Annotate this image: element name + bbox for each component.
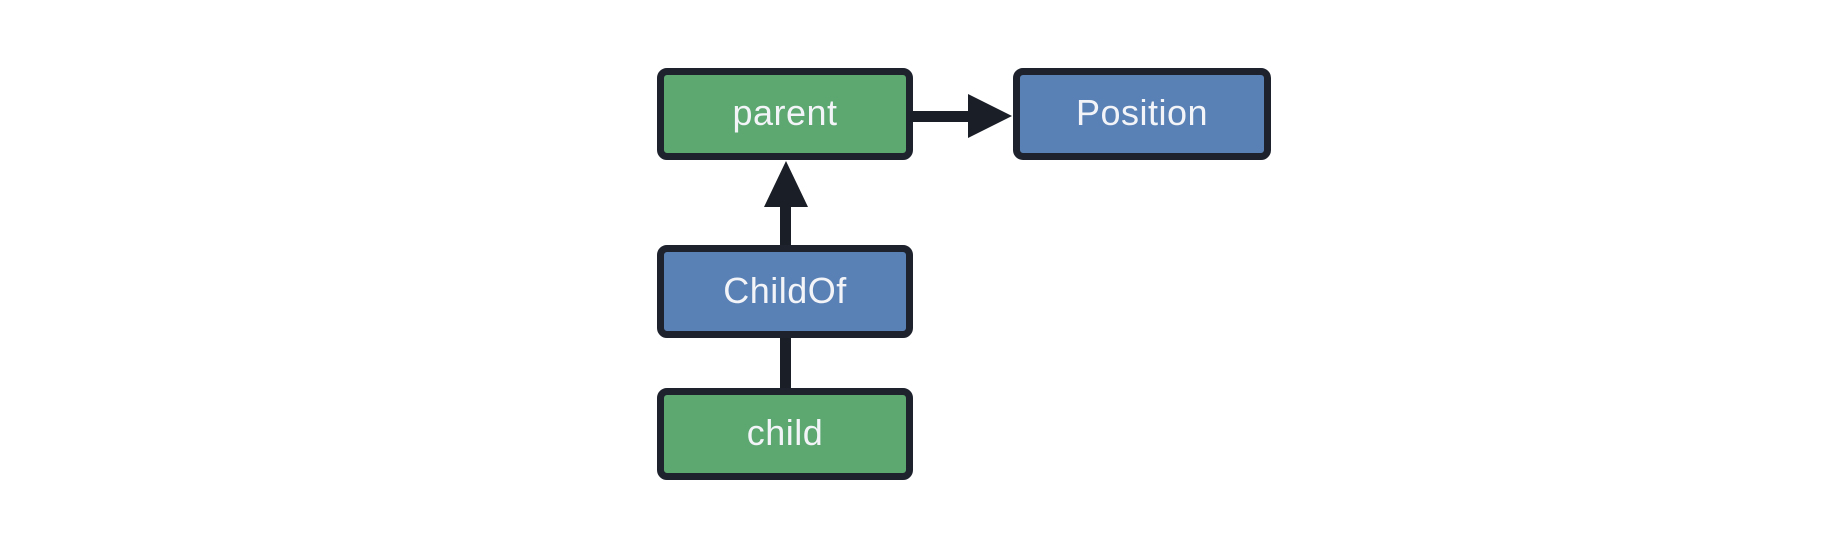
node-position-label: Position [1075, 92, 1209, 133]
node-child-label: child [746, 412, 824, 453]
node-childof-label: ChildOf [723, 269, 847, 311]
node-parent-label: parent [732, 92, 838, 133]
node-child: child [657, 388, 913, 480]
node-position: Position [1013, 68, 1271, 160]
node-childof: ChildOf [657, 245, 913, 338]
node-parent: parent [657, 68, 913, 160]
edge-parent-to-position-shaft [910, 111, 972, 122]
edge-childof-to-parent-shaft [780, 198, 791, 245]
arrowhead-right-icon [968, 94, 1012, 138]
edge-child-to-childof-line [780, 338, 791, 388]
